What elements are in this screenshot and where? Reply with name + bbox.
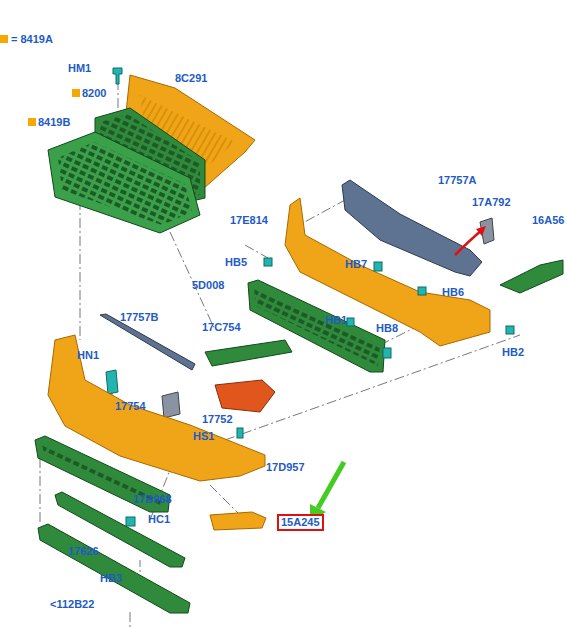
legend-swatch: [0, 35, 8, 43]
lower-strip: [55, 492, 185, 567]
impact-bar: [342, 180, 482, 276]
callout-number: HB3: [100, 572, 122, 585]
callout-number: HB6: [442, 286, 464, 299]
callout-number: HB7: [345, 258, 367, 271]
skid-plate: [38, 524, 190, 613]
callout-number: HB8: [376, 322, 398, 335]
callout-number: 17E814: [230, 214, 268, 227]
trim-strip: [205, 340, 292, 366]
legend-text: = 8419A: [11, 33, 53, 45]
color-key-square: [28, 118, 36, 126]
energy-absorber: [248, 280, 385, 372]
callout-number: HC1: [148, 513, 170, 526]
red-arrowhead: [476, 226, 486, 236]
highlighted-callout: 15A245: [277, 514, 324, 531]
green-pointer: [318, 462, 344, 508]
legend-row: = 8419A: [0, 33, 53, 45]
lamp-bezel: [210, 512, 266, 530]
callout-number: HB5: [225, 256, 247, 269]
callout-number: 17757B: [120, 311, 159, 324]
grille: [48, 132, 200, 233]
callout-number: 17757A: [438, 174, 477, 187]
callout-number: HN1: [77, 349, 99, 362]
callout-number: 17A792: [472, 196, 511, 209]
callout-number: 5D008: [192, 279, 224, 292]
bracket-clip: [106, 370, 118, 394]
callout-number: 17754: [115, 400, 146, 413]
side-support: [162, 392, 180, 418]
callout-number: 17C754: [202, 321, 241, 334]
callout-number: HM1: [68, 62, 91, 75]
color-key-square: [72, 89, 80, 97]
grille-holes: [58, 142, 192, 225]
side-bracket: [500, 260, 563, 293]
callout-number: 8419B: [38, 116, 70, 129]
part-number: 15A245: [281, 516, 320, 529]
leader-lines: [40, 80, 520, 627]
callout-number: 8200: [82, 87, 106, 100]
callout-number: 17D957: [266, 461, 305, 474]
callout-number: 17B968: [133, 493, 172, 506]
callout-number: 17752: [202, 413, 233, 426]
callout-number: HB1: [325, 314, 347, 327]
mount-bracket: [215, 380, 275, 412]
callout-number: 8C291: [175, 72, 207, 85]
clip: [113, 68, 122, 84]
callout-number: HS1: [193, 430, 214, 443]
red-arrow: [455, 230, 482, 255]
callout-number: HB2: [502, 346, 524, 359]
callout-number: 16A56: [532, 214, 564, 227]
callout-number: 17626: [68, 545, 99, 558]
callout-number: <112B22: [50, 598, 94, 611]
